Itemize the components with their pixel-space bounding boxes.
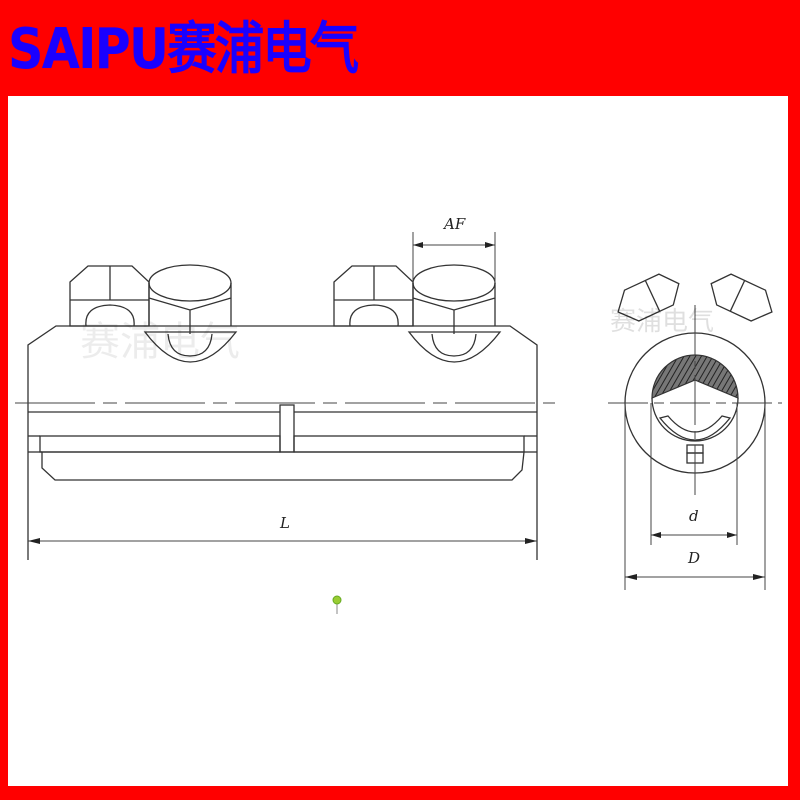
- bolt-head-1: [143, 264, 238, 363]
- af-dimension: AF: [412, 215, 496, 283]
- watermark: 赛浦电气: [80, 319, 240, 365]
- pin-marker-icon: [332, 595, 342, 614]
- watermark-end-view: 赛浦电气: [610, 307, 714, 337]
- hex-nut-1: [69, 265, 150, 327]
- D-label: D: [687, 549, 700, 567]
- brand-title: SAIPU赛浦电气: [8, 17, 359, 82]
- connector-side-view: [15, 325, 555, 560]
- connector-end-view: d D: [608, 273, 782, 590]
- d-label: d: [689, 507, 699, 525]
- af-label: AF: [442, 215, 466, 233]
- drawing-area: [8, 96, 788, 786]
- bolt-head-2: [407, 264, 502, 363]
- length-dimension: L: [28, 514, 537, 544]
- hex-nut-2: [333, 265, 414, 327]
- length-label: L: [279, 514, 290, 532]
